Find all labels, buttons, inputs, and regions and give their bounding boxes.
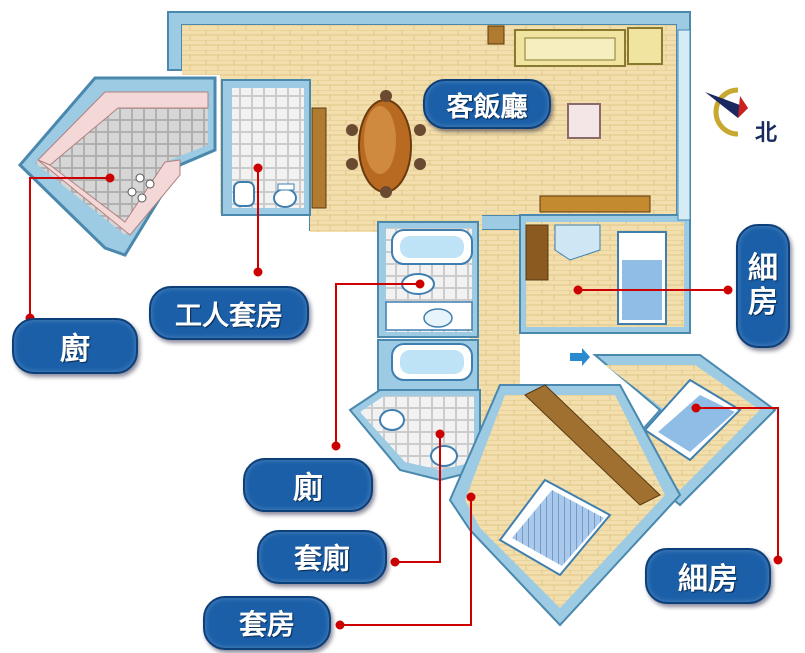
toilet-label: 廁	[243, 458, 373, 512]
small-room-2-text: 細房	[678, 562, 738, 597]
servant-suite	[221, 79, 311, 216]
master-suite	[448, 384, 682, 627]
small-room-1-text-1: 細	[748, 250, 778, 286]
servant-suite-text: 工人套房	[175, 300, 283, 332]
master-suite-text: 套房	[238, 608, 295, 641]
leader-lines	[25, 163, 783, 630]
ensuite-toilet-label: 套廁	[257, 530, 387, 584]
north-label: 北	[755, 121, 778, 146]
small-room-1	[519, 214, 691, 334]
toilet-text: 廁	[293, 471, 323, 506]
bathrooms	[348, 221, 481, 482]
kitchen-text: 廚	[60, 332, 90, 367]
living-dining-text: 客飯廳	[446, 91, 528, 123]
small-room-1-label: 細 房	[736, 224, 790, 348]
arrow-icon	[570, 348, 590, 366]
kitchen	[17, 76, 217, 257]
master-suite-label: 套房	[203, 596, 331, 650]
kitchen-label: 廚	[12, 318, 138, 374]
living-dining-label: 客飯廳	[423, 79, 551, 129]
small-room-1-text-2: 房	[748, 285, 778, 320]
small-room-2-label: 細房	[645, 548, 771, 604]
living-furniture	[311, 25, 663, 213]
window-strip	[677, 29, 691, 221]
ensuite-toilet-text: 套廁	[293, 542, 350, 575]
servant-suite-label: 工人套房	[149, 286, 309, 340]
compass-icon	[705, 87, 748, 137]
